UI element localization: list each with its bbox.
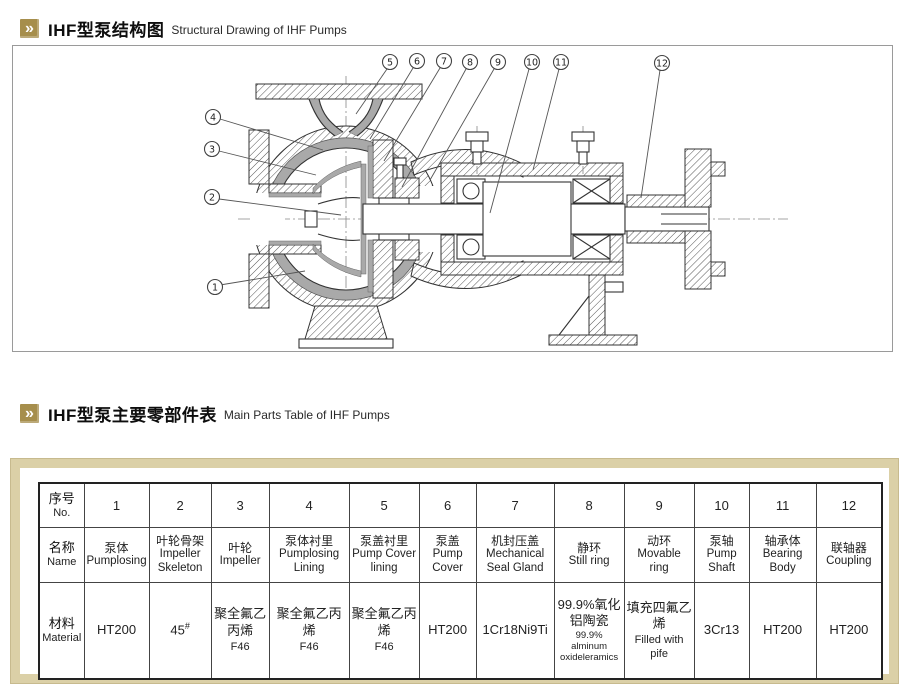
row-header-material-cn: 材料: [48, 616, 75, 632]
svg-text:8: 8: [467, 58, 473, 69]
row-header-no-en: No.: [53, 506, 71, 519]
drawing-section-title-cn: IHF型泵结构图: [48, 21, 165, 40]
pump-shaft: [362, 181, 710, 257]
grease-cup-icon: [465, 126, 595, 174]
part-material-cell: 3Cr13: [693, 581, 750, 680]
drawing-section-title-en: Structural Drawing of IHF Pumps: [171, 23, 347, 37]
callout-5: 5: [355, 53, 399, 115]
section-marker-icon: »: [20, 404, 39, 423]
svg-text:5: 5: [387, 58, 393, 69]
suction-flange: [248, 129, 322, 309]
part-no-cell: 11: [748, 482, 817, 528]
callout-9: 9: [429, 53, 507, 181]
section-marker-icon: »: [20, 19, 39, 38]
callout-1: 1: [206, 270, 306, 296]
part-material-cell: 45#: [148, 581, 212, 680]
callout-11: 11: [532, 53, 570, 171]
part-material-cell: HT200: [83, 581, 150, 680]
svg-text:7: 7: [441, 57, 447, 68]
svg-text:2: 2: [209, 193, 215, 204]
pump-cross-section-drawing: 1 2 3 4 5 6 7 8 9 10: [203, 52, 788, 349]
part-no-cell: 9: [623, 482, 695, 528]
svg-text:4: 4: [210, 113, 216, 124]
callout-10: 10: [489, 53, 541, 214]
part-no-cell: 12: [815, 482, 883, 528]
part-no-cell: 6: [418, 482, 477, 528]
callout-4: 4: [204, 108, 324, 151]
svg-text:11: 11: [555, 58, 567, 69]
callout-12: 12: [640, 54, 671, 199]
row-header-no: 序号 No.: [38, 482, 85, 528]
table-section-title-en: Main Parts Table of IHF Pumps: [223, 408, 390, 422]
support-foot: [548, 274, 638, 346]
drawing-section-header: » IHF型泵结构图 Structural Drawing of IHF Pum…: [20, 16, 347, 41]
svg-text:6: 6: [414, 57, 420, 68]
callout-8: 8: [401, 53, 479, 188]
part-no-cell: 1: [83, 482, 150, 528]
row-header-name: 名称 Name: [38, 526, 85, 583]
part-no-cell: 5: [348, 482, 420, 528]
svg-text:9: 9: [495, 58, 501, 69]
row-header-material: 材料 Material: [38, 581, 85, 680]
part-material-cell: HT200: [418, 581, 477, 680]
part-no-cell: 2: [148, 482, 212, 528]
table-section-title-cn: IHF型泵主要零部件表: [48, 406, 217, 425]
svg-text:3: 3: [209, 145, 215, 156]
part-no-cell: 7: [475, 482, 555, 528]
table-section-header: » IHF型泵主要零部件表 Main Parts Table of IHF Pu…: [20, 401, 390, 426]
mechanical-seal-gland: [394, 177, 420, 199]
part-material-cell: 1Cr18Ni9Ti: [475, 581, 555, 680]
part-no-cell: 8: [553, 482, 625, 528]
callout-6: 6: [369, 52, 426, 140]
coupling: [626, 148, 726, 290]
callout-2: 2: [203, 188, 342, 216]
part-no-cell: 10: [693, 482, 750, 528]
discharge-flange: [255, 83, 423, 137]
row-header-no-cn: 序号: [48, 491, 75, 507]
part-material-cell: HT200: [815, 581, 883, 680]
callout-7: 7: [383, 52, 453, 162]
part-no-cell: 4: [268, 482, 350, 528]
callout-3: 3: [203, 140, 317, 176]
row-header-name-cn: 名称: [48, 540, 75, 556]
impeller: [304, 160, 367, 278]
pump-stand: [304, 305, 388, 340]
structural-drawing-panel: 1 2 3 4 5 6 7 8 9 10: [12, 45, 893, 352]
row-header-material-en: Material: [42, 631, 82, 644]
part-material-cell: HT200: [748, 581, 817, 680]
bearing-body: [440, 162, 624, 276]
part-no-cell: 3: [210, 482, 270, 528]
svg-text:10: 10: [526, 58, 538, 69]
svg-text:1: 1: [212, 283, 218, 294]
svg-text:12: 12: [656, 59, 668, 70]
row-header-name-en: Name: [47, 555, 77, 568]
ball-bearings: [456, 178, 611, 260]
